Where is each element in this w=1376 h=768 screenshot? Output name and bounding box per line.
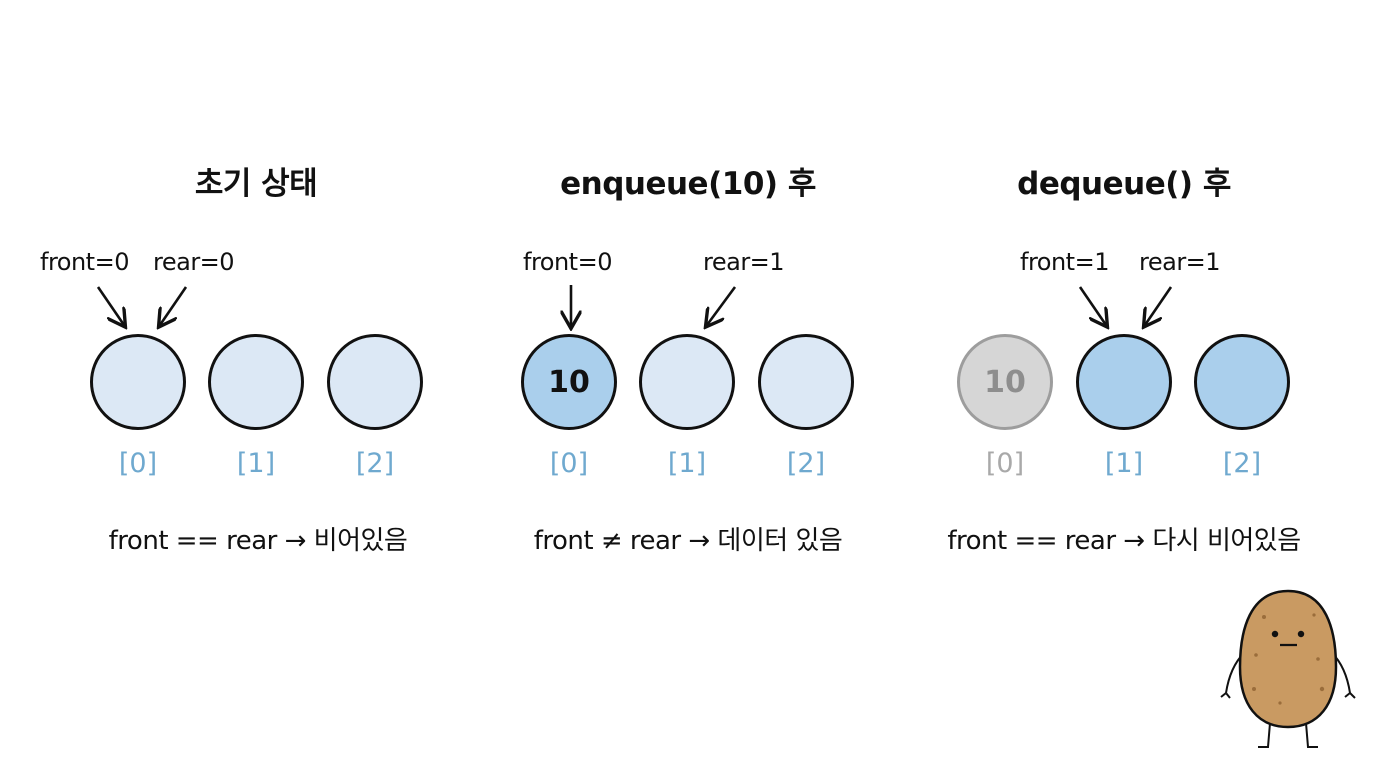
- queue-cell-0: [90, 334, 186, 430]
- pointer-arrows-icon: [430, 285, 737, 768]
- queue-cell-2: [1194, 334, 1290, 430]
- potato-character-icon: [1220, 589, 1356, 748]
- front-pointer-label: front=0: [40, 248, 129, 276]
- queue-cell-2: [758, 334, 854, 430]
- panel-caption: front ≠ rear → 데이터 있음: [533, 526, 843, 556]
- panel-caption: front == rear → 비어있음: [108, 526, 408, 556]
- rear-pointer-label: rear=0: [153, 248, 235, 276]
- queue-cell-1: [639, 334, 735, 430]
- panel-initial-state: 초기 상태 front=0 rear=0 [0] [1] [2] front =…: [0, 0, 516, 768]
- queue-cell-0-dequeued: 10: [957, 334, 1053, 430]
- queue-cell-2: [327, 334, 423, 430]
- cell-index-0: [0]: [549, 448, 589, 479]
- cell-index-2: [2]: [1222, 448, 1262, 479]
- cell-index-2: [2]: [786, 448, 826, 479]
- rear-pointer-label: rear=1: [703, 248, 785, 276]
- queue-cell-1: [208, 334, 304, 430]
- panel-title: enqueue(10) 후: [560, 166, 816, 202]
- pointer-arrows-icon: [1078, 286, 1173, 768]
- panel-after-dequeue: dequeue() 후 front=1 rear=1 10 [0] [1] [2…: [866, 0, 1376, 768]
- cell-index-1: [1]: [236, 448, 276, 479]
- cell-index-0: [0]: [985, 448, 1025, 479]
- panel-title: dequeue() 후: [1017, 166, 1231, 202]
- cell-index-1: [1]: [1104, 448, 1144, 479]
- cell-index-1: [1]: [667, 448, 707, 479]
- rear-pointer-label: rear=1: [1139, 248, 1221, 276]
- panel-after-enqueue: enqueue(10) 후 front=0 rear=1 10 [0] [1] …: [430, 0, 946, 768]
- cell-index-2: [2]: [355, 448, 395, 479]
- front-pointer-label: front=1: [1020, 248, 1109, 276]
- queue-cell-0: 10: [521, 334, 617, 430]
- queue-cell-1: [1076, 334, 1172, 430]
- front-pointer-label: front=0: [523, 248, 612, 276]
- panel-title: 초기 상태: [194, 166, 318, 202]
- panel-caption: front == rear → 다시 비어있음: [947, 526, 1301, 556]
- pointer-arrows-icon: [96, 286, 188, 768]
- cell-index-0: [0]: [118, 448, 158, 479]
